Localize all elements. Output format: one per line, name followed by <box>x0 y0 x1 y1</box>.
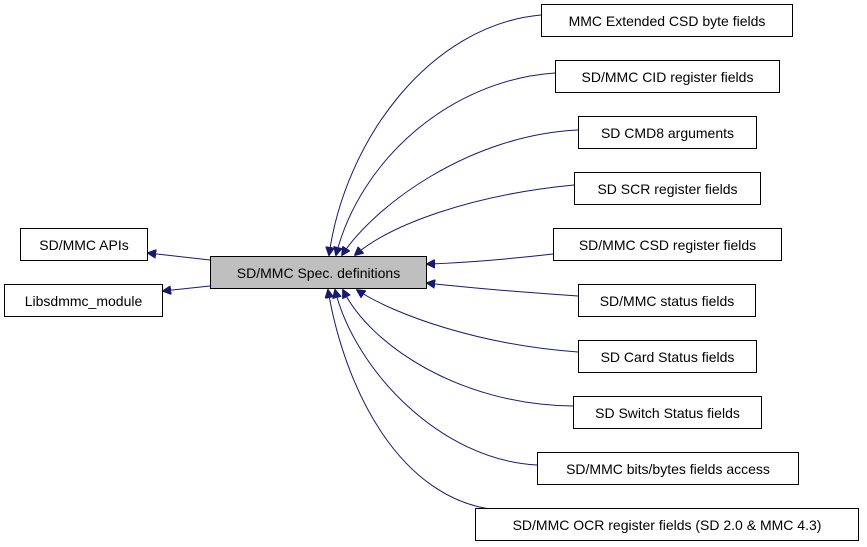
edge-from-ocr <box>328 290 498 511</box>
edge-from-card-status <box>357 290 579 353</box>
node-label: SD CMD8 arguments <box>600 124 735 141</box>
node-label: SD/MMC bits/bytes fields access <box>566 460 770 477</box>
edge-from-csd <box>427 253 554 264</box>
edge-from-switch-status <box>343 290 574 407</box>
node-label: MMC Extended CSD byte fields <box>568 12 766 29</box>
node-sd-card-status[interactable]: SD Card Status fields <box>578 340 757 373</box>
node-libsdmmc-module[interactable]: Libsdmmc_module <box>4 284 163 317</box>
edge-from-scr <box>355 184 575 255</box>
edge-from-status <box>427 283 579 297</box>
edge-from-bits-bytes <box>335 290 538 466</box>
node-label: SD Card Status fields <box>600 348 735 365</box>
node-label: SD SCR register fields <box>597 180 738 197</box>
node-sd-mmc-ocr[interactable]: SD/MMC OCR register fields (SD 2.0 & MMC… <box>475 508 859 541</box>
node-label: SD/MMC status fields <box>599 292 735 309</box>
node-mmc-extended-csd[interactable]: MMC Extended CSD byte fields <box>541 4 793 37</box>
node-sd-mmc-cid[interactable]: SD/MMC CID register fields <box>555 60 780 93</box>
node-sd-switch-status[interactable]: SD Switch Status fields <box>573 396 762 429</box>
node-label: SD/MMC APIs <box>39 236 129 253</box>
edge-from-cmd8 <box>342 129 579 255</box>
edge-to-libsdmmc-module <box>163 285 211 291</box>
edge-from-cid <box>336 72 556 255</box>
node-sd-mmc-apis[interactable]: SD/MMC APIs <box>20 228 148 261</box>
node-label: SD/MMC CID register fields <box>581 68 754 85</box>
node-sd-mmc-status[interactable]: SD/MMC status fields <box>578 284 756 317</box>
node-sd-mmc-bits-bytes[interactable]: SD/MMC bits/bytes fields access <box>537 452 799 485</box>
node-label: Libsdmmc_module <box>24 292 143 309</box>
node-sd-scr[interactable]: SD SCR register fields <box>574 172 761 205</box>
node-sd-mmc-csd[interactable]: SD/MMC CSD register fields <box>553 228 782 261</box>
node-label: SD/MMC Spec. definitions <box>236 264 401 281</box>
edge-to-sd-mmc-apis <box>148 253 211 261</box>
node-label: SD Switch Status fields <box>595 404 740 421</box>
node-label: SD/MMC OCR register fields (SD 2.0 & MMC… <box>512 516 822 533</box>
edge-from-mmc-extended-csd <box>329 14 542 255</box>
node-current-sd-mmc-spec-definitions: SD/MMC Spec. definitions <box>210 256 427 289</box>
node-sd-cmd8-arguments[interactable]: SD CMD8 arguments <box>578 116 757 149</box>
node-label: SD/MMC CSD register fields <box>578 236 757 253</box>
